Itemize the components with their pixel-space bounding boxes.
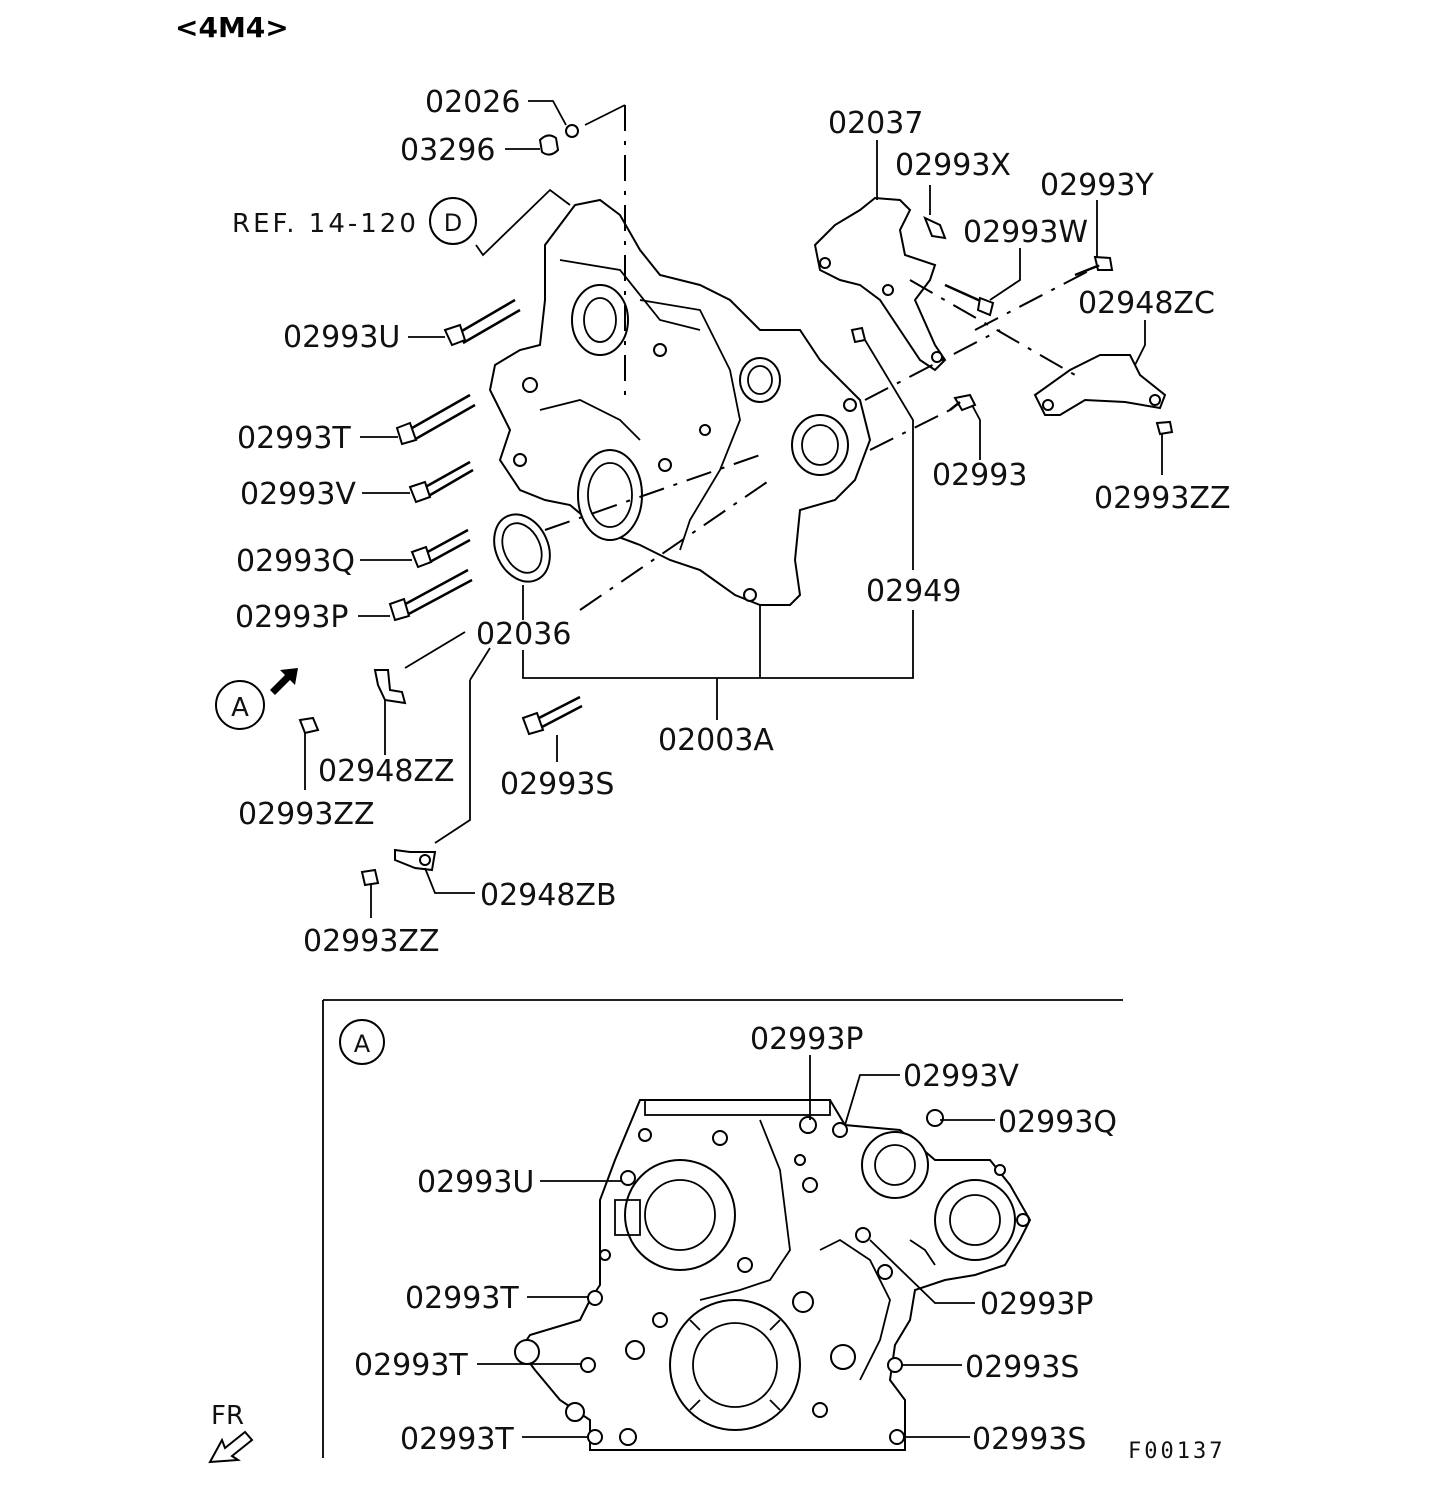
callout-02003A: 02003A — [658, 723, 774, 758]
callout-02036: 02036 — [476, 617, 571, 652]
bracket-02948ZB — [394, 848, 437, 872]
inset-callout-02993T-3: 02993T — [400, 1422, 514, 1457]
bolt-02993Q — [410, 528, 471, 569]
inset-leaders — [477, 1055, 995, 1438]
inset-marker-label: A — [354, 1030, 371, 1058]
callout-02949: 02949 — [866, 574, 961, 609]
callout-02993X: 02993X — [895, 148, 1011, 183]
bolt-02993V — [408, 460, 474, 504]
inset-callout-02993Q: 02993Q — [998, 1105, 1117, 1140]
inset-marker-circle — [339, 1019, 385, 1065]
bolt-02993P — [388, 568, 473, 622]
inset-callout-02993S-1: 02993S — [965, 1350, 1079, 1385]
seal-axis-line — [544, 454, 761, 531]
inset-callout-02993S-2: 02993S — [972, 1422, 1086, 1457]
bolt-02993ZZ-right — [1155, 420, 1174, 436]
view-marker-label: A — [231, 693, 249, 723]
oil-seal — [493, 513, 551, 583]
callout-02948ZC: 02948ZC — [1078, 286, 1215, 321]
bolt-02993U — [443, 298, 521, 347]
callout-02948ZZ: 02948ZZ — [318, 754, 455, 789]
inset-callout-02993V: 02993V — [903, 1059, 1019, 1094]
ref-leader — [475, 188, 571, 257]
plug-02026 — [565, 124, 579, 138]
direction-label: FR — [211, 1401, 244, 1431]
plug-leader — [584, 104, 626, 126]
callout-02993: 02993 — [932, 458, 1027, 493]
bolt-02993ZZ-bottom — [360, 868, 380, 887]
inset-view-frame — [322, 999, 1123, 1458]
inset-cover-front — [514, 1099, 1032, 1451]
ref-label: REF. 14-120 — [232, 209, 419, 239]
bolt-02993S — [521, 695, 583, 736]
bolt-02993ZZ-left — [298, 716, 320, 735]
callout-02026: 02026 — [425, 85, 520, 120]
bolt-02993W — [944, 283, 995, 317]
callout-02993V: 02993V — [240, 477, 356, 512]
callout-02993U: 02993U — [283, 320, 400, 355]
timing-cover-assembly — [488, 198, 872, 606]
inset-callout-02993T-1: 02993T — [405, 1281, 519, 1316]
diagram-title: <4M4> — [175, 11, 289, 44]
callout-02993ZZ-bottom: 02993ZZ — [303, 924, 440, 959]
bolt-02993Y — [1074, 255, 1114, 277]
bolt-02993-axis — [869, 409, 951, 451]
callout-02993W: 02993W — [963, 215, 1088, 250]
callout-02037: 02037 — [828, 106, 923, 141]
callout-leaders — [304, 100, 1163, 918]
figure-code: F00137 — [1128, 1439, 1225, 1464]
callout-02948ZB: 02948ZB — [480, 878, 617, 913]
bracket-02037 — [813, 196, 947, 372]
view-arrow-icon — [270, 668, 298, 695]
plug-03296 — [538, 134, 560, 156]
callout-02993S: 02993S — [500, 767, 614, 802]
ref-circle-label: D — [444, 209, 462, 237]
callout-02993ZZ-right: 02993ZZ — [1094, 481, 1231, 516]
bracket-axis-line — [974, 264, 1101, 331]
inset-callout-02993P-top: 02993P — [750, 1022, 864, 1057]
seal-axis-line-2 — [579, 479, 771, 611]
bolt-02993X — [923, 216, 947, 240]
callout-02993P: 02993P — [235, 600, 349, 635]
bracket-02948ZC — [1033, 354, 1167, 416]
inset-callout-02993P-right: 02993P — [980, 1287, 1094, 1322]
callout-03296: 03296 — [400, 133, 495, 168]
callout-02993Q: 02993Q — [236, 544, 355, 579]
bolt-02993 — [949, 393, 977, 412]
pin-02949 — [850, 326, 867, 344]
callout-02993T: 02993T — [237, 421, 351, 456]
inset-callout-02993T-2: 02993T — [354, 1348, 468, 1383]
bolt-02993T — [395, 393, 476, 446]
bracket-02948ZZ — [373, 669, 407, 705]
front-arrow-icon — [208, 1430, 254, 1464]
view-marker-circle — [215, 680, 265, 730]
ref-circle — [429, 197, 477, 245]
callout-02993Y: 02993Y — [1040, 168, 1154, 203]
callout-02993ZZ-left: 02993ZZ — [238, 797, 375, 832]
bracket-axis-line-2 — [864, 329, 1001, 401]
bracket-zc-axis — [909, 279, 1076, 376]
inset-callout-02993U: 02993U — [417, 1165, 534, 1200]
